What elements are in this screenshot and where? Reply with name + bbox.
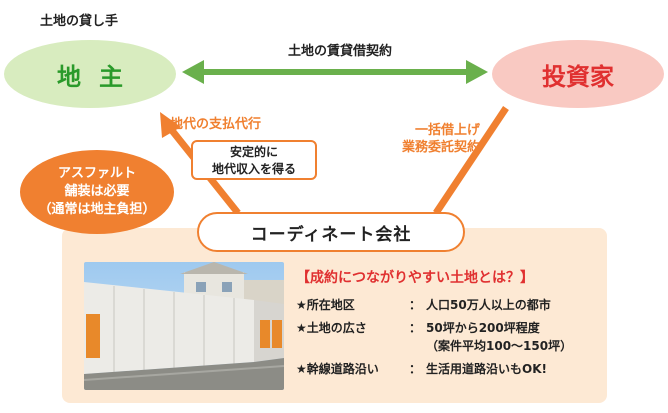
stable-income-line-1: 安定的に <box>229 145 278 159</box>
rent-proxy-label: 地代の支払代行 <box>170 117 262 132</box>
sublease-label: 一括借上げ 業務委託契約 <box>340 122 480 156</box>
condition-label: ★幹線道路沿い <box>296 362 379 376</box>
condition-location: ★所在地区 ： 人口50万人以上の都市 <box>296 297 606 315</box>
landowner-node: 地主 <box>4 40 176 108</box>
panel-heading: 【成約につながりやすい土地とは？】 <box>296 270 534 286</box>
condition-colon: ： <box>408 362 421 376</box>
company-node: コーディネート会社 <box>197 212 465 252</box>
condition-colon: ： <box>408 321 421 335</box>
condition-colon: ： <box>408 298 421 312</box>
condition-value: 人口50万人以上の都市 <box>426 298 551 312</box>
asphalt-callout: アスファルト 舗装は必要 （通常は地主負担） <box>20 150 174 234</box>
condition-size: ★土地の広さ ： 50坪から200坪程度 <box>296 320 606 356</box>
condition-size-note: （案件平均100～150坪） <box>426 339 573 353</box>
investor-node: 投資家 <box>492 40 664 108</box>
callout-line-2: 舗装は必要 <box>64 184 130 199</box>
callout-line-1: アスファルト <box>57 166 136 181</box>
contract-label: 土地の賃貸借契約 <box>287 44 392 59</box>
stable-income-line-2: 地代収入を得る <box>211 162 296 176</box>
condition-label: ★土地の広さ <box>296 321 367 335</box>
stable-income-box: 安定的に 地代収入を得る <box>191 140 317 180</box>
condition-label: ★所在地区 <box>296 298 355 312</box>
condition-value: 50坪から200坪程度 <box>426 321 540 335</box>
landowner-label: 地主 <box>57 62 141 91</box>
lender-caption: 土地の貸し手 <box>40 14 119 29</box>
sublease-line-1: 一括借上げ <box>414 123 480 138</box>
condition-value: 生活用道路沿いもOK! <box>426 362 547 376</box>
callout-line-3: （通常は地主負担） <box>38 202 156 217</box>
condition-road: ★幹線道路沿い ： 生活用道路沿いもOK! <box>296 361 606 379</box>
sublease-line-2: 業務委託契約 <box>401 140 480 155</box>
contract-double-arrow <box>182 60 488 84</box>
company-label: コーディネート会社 <box>250 224 412 245</box>
investor-label: 投資家 <box>542 62 614 91</box>
container-photo <box>84 262 284 390</box>
